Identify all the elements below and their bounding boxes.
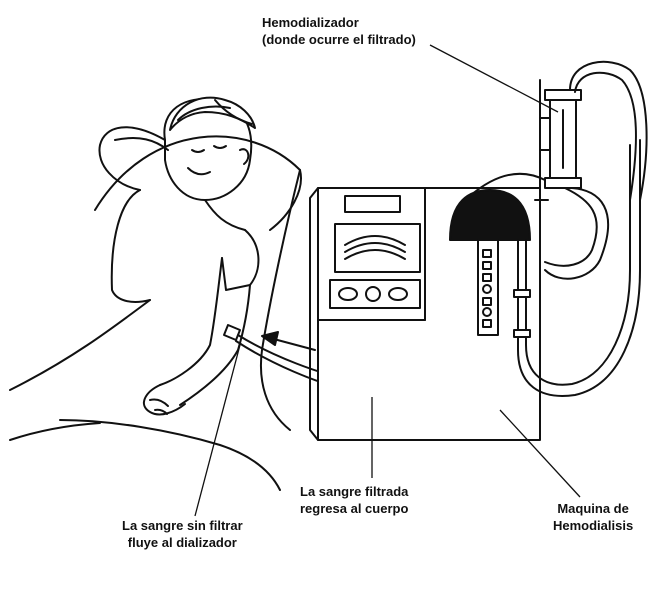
arm-behind-head [98, 126, 166, 191]
label-unfiltered-line2: fluye al dializador [127, 535, 237, 550]
machine-knob [338, 287, 358, 301]
patient-shirt [110, 189, 151, 303]
hemodialysis-machine [309, 139, 641, 441]
label-filtered-line2: regresa al cuerpo [300, 501, 409, 516]
leader-unfiltered [194, 344, 241, 517]
label-unfiltered-line1: La sangre sin filtrar [122, 518, 243, 533]
label-dialyzer-line1: Hemodializador [262, 15, 359, 30]
label-machine-line2: Hemodialisis [553, 518, 634, 533]
label-unfiltered-blood: La sangre sin filtrar fluye al dializado… [122, 517, 243, 551]
flow-arrow-to-body [269, 337, 316, 351]
arm-connector [223, 324, 241, 341]
patient-eye [191, 149, 205, 153]
leader-lines [194, 44, 581, 517]
pillow [94, 135, 302, 231]
patient-arm [159, 257, 223, 386]
leader-dialyzer [429, 44, 559, 113]
bed-edge [259, 169, 301, 431]
pump-dome [449, 189, 531, 241]
machine-display [344, 195, 401, 213]
patient-hand [142, 384, 186, 416]
label-dialyzer: Hemodializador (donde ocurre el filtrado… [262, 14, 416, 48]
patient-head [163, 98, 253, 201]
label-machine-line1: Maquina de [557, 501, 629, 516]
patient-hair [169, 96, 256, 131]
leader-machine [499, 409, 581, 498]
patient-body [9, 299, 151, 391]
label-dialyzer-line2: (donde ocurre el filtrado) [262, 32, 416, 47]
label-filtered-line1: La sangre filtrada [300, 484, 409, 499]
dialyzer [469, 60, 648, 280]
patient [9, 96, 302, 491]
label-filtered-blood: La sangre filtrada regresa al cuerpo [300, 483, 408, 517]
label-machine: Maquina de Hemodialisis [553, 500, 633, 534]
